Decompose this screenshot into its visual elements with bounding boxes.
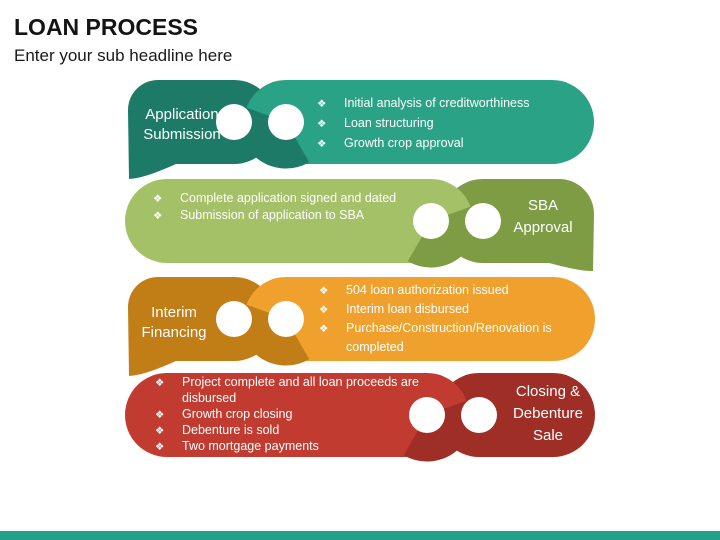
- bullet-diamond-icon: ❖: [319, 304, 329, 316]
- chain-overlay-row3: [239, 303, 310, 366]
- pill-light-row1: [244, 80, 594, 164]
- pill-light-row3: [244, 277, 595, 361]
- pill-label-interim-financing: Interim Financing: [141, 304, 207, 341]
- bullet-diamond-icon: ❖: [317, 98, 327, 110]
- bullet-text: Growth crop closing: [182, 407, 293, 421]
- list-item: ❖ Interim loan disbursed: [318, 300, 580, 319]
- bullet-diamond-icon: ❖: [155, 425, 165, 437]
- ring-hole-light-row4: [409, 397, 445, 433]
- bullet-text: Purchase/Construction/Renovation is comp…: [346, 321, 552, 354]
- bullet-diamond-icon: ❖: [317, 118, 327, 130]
- bullet-list-row1: ❖ Initial analysis of creditworthiness ❖…: [316, 93, 586, 153]
- bullet-diamond-icon: ❖: [155, 377, 165, 389]
- ring-hole-light-row1: [268, 104, 304, 140]
- bullet-diamond-icon: ❖: [319, 285, 329, 297]
- list-item: ❖ Two mortgage payments: [154, 438, 431, 454]
- ring-hole-light-row3: [268, 301, 304, 337]
- list-item: ❖ 504 loan authorization issued: [318, 281, 580, 300]
- ring-hole-dark-row1: [216, 104, 252, 140]
- ring-hole-dark-row4: [461, 397, 497, 433]
- footer-accent-rect: [0, 531, 720, 540]
- bullet-text: Interim loan disbursed: [346, 302, 469, 316]
- bullet-diamond-icon: ❖: [153, 210, 163, 222]
- bullet-text: Growth crop approval: [344, 136, 464, 150]
- bullet-list-row4: ❖ Project complete and all loan proceeds…: [154, 374, 431, 454]
- chain-link-graphic-row4: [125, 373, 595, 462]
- ring-hole-light-row2: [413, 203, 449, 239]
- list-item: ❖ Growth crop closing: [154, 406, 431, 422]
- list-item: ❖ Loan structuring: [316, 113, 586, 133]
- pill-label-closing-debenture-sale: Closing & Debenture Sale: [512, 383, 584, 444]
- bullet-text: Submission of application to SBA: [180, 208, 365, 222]
- bullet-diamond-icon: ❖: [155, 441, 165, 453]
- list-item: ❖ Growth crop approval: [316, 133, 586, 153]
- pill-light-row4: [125, 373, 469, 457]
- ring-hole-dark-row3: [216, 301, 252, 337]
- list-item: ❖ Submission of application to SBA: [152, 207, 402, 224]
- footer-accent-bar: [0, 531, 720, 540]
- chain-overlay-row4: [403, 399, 474, 462]
- bullet-list-row2: ❖ Complete application signed and dated …: [152, 190, 402, 224]
- bullet-diamond-icon: ❖: [317, 138, 327, 150]
- list-item: ❖ Purchase/Construction/Renovation is co…: [318, 319, 580, 357]
- bullet-list-row3: ❖ 504 loan authorization issued ❖ Interi…: [318, 281, 580, 357]
- chain-overlay-row2: [407, 205, 478, 268]
- bullet-text: Loan structuring: [344, 116, 434, 130]
- bullet-diamond-icon: ❖: [153, 193, 163, 205]
- bullet-text: Initial analysis of creditworthiness: [344, 96, 530, 110]
- bullet-text: Project complete and all loan proceeds a…: [182, 375, 419, 405]
- pill-dark-row4: [437, 373, 595, 457]
- bullet-diamond-icon: ❖: [155, 409, 165, 421]
- pill-label-application-submission: Application Submission: [143, 106, 221, 143]
- bullet-text: Debenture is sold: [182, 423, 280, 437]
- list-item: ❖ Debenture is sold: [154, 422, 431, 438]
- chain-overlay-row1: [239, 106, 310, 169]
- list-item: ❖ Initial analysis of creditworthiness: [316, 93, 586, 113]
- chain-link-graphic-row2: [125, 179, 594, 271]
- bullet-diamond-icon: ❖: [319, 323, 329, 335]
- ring-hole-dark-row2: [465, 203, 501, 239]
- list-item: ❖ Complete application signed and dated: [152, 190, 402, 207]
- pill-label-sba-approval: SBA Approval: [513, 197, 573, 236]
- chain-link-graphic-row3: [128, 277, 595, 376]
- pill-dark-row2: [441, 179, 594, 271]
- bullet-text: 504 loan authorization issued: [346, 283, 509, 297]
- bullet-text: Complete application signed and dated: [180, 191, 397, 205]
- slide-title: LOAN PROCESS: [14, 14, 199, 40]
- slide-subtitle: Enter your sub headline here: [14, 46, 233, 65]
- chain-link-graphic-row1: [128, 80, 594, 179]
- list-item: ❖ Project complete and all loan proceeds…: [154, 374, 431, 406]
- bullet-text: Two mortgage payments: [182, 439, 319, 453]
- pill-light-row2: [125, 179, 473, 263]
